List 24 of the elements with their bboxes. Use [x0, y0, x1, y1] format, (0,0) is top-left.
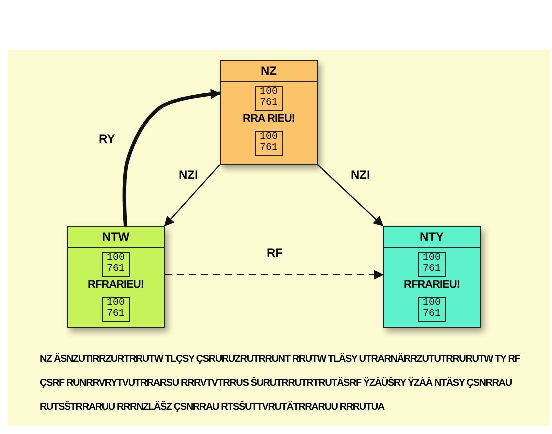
arrow	[165, 270, 384, 280]
class-box	[220, 60, 318, 165]
arrow	[122, 89, 221, 226]
edge-label: NZI	[178, 168, 200, 182]
value-box: 100 761	[418, 297, 446, 322]
box-text: RFRARIEU!	[88, 279, 144, 291]
value-box: 100 761	[102, 297, 130, 322]
arrow	[318, 164, 384, 227]
value-box: 100 761	[255, 86, 283, 111]
box-title: NTY	[384, 227, 480, 248]
edge-label: RF	[266, 246, 284, 260]
class-box	[67, 226, 165, 328]
edge-label: NZI	[350, 168, 372, 182]
box-title: NTW	[68, 227, 164, 248]
edge-label: RY	[98, 132, 116, 146]
box-text: RFRARIEU!	[404, 279, 460, 291]
value-box: 100 761	[418, 252, 446, 277]
arrow	[164, 164, 220, 227]
class-box	[383, 226, 481, 328]
value-box: 100 761	[255, 131, 283, 156]
box-title: NZ	[221, 61, 317, 82]
caption-paragraph: NZ ÄSNZUTIRRZURTRRUTW TLÇSY ÇSRURUZRUTRRUNT RRUTW TLÄSY UTRARNÄRRZUTUTRRURUTW TY RF ÇSRF RUNRRVRYTVUTRRARSU RRRVTVTRRUS ŠURUTRRUTRTRUTÄSRF ŸZÀÜŠRY ŸZÀÀ NTÄSY ÇSNRRAU RUTSŠTRRARUU RRRNZLÄŠZ ÇSNRRAU RTSŠUTTVRUTÄTRRARUU RRRUTUA	[40, 352, 522, 415]
box-text: RRA RIEU!	[243, 113, 295, 125]
value-box: 100 761	[102, 252, 130, 277]
